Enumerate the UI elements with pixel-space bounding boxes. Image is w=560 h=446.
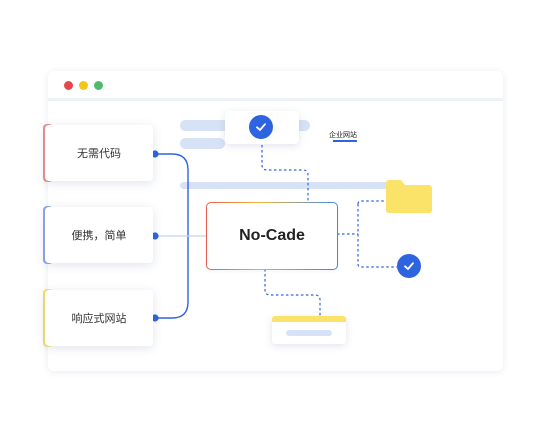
placeholder-bar-long <box>180 182 390 189</box>
feature-card-label: 无需代码 <box>77 147 121 160</box>
check-circle-icon <box>397 254 421 278</box>
feature-card-portable[interactable]: 便携，简单 <box>45 207 153 263</box>
connector-bottom-card <box>264 269 321 316</box>
connector-node-3 <box>151 314 159 322</box>
feature-card-responsive[interactable]: 响应式网站 <box>45 290 153 346</box>
placeholder-bar-second <box>180 138 225 149</box>
minimize-dot-icon[interactable] <box>79 81 88 90</box>
maximize-dot-icon[interactable] <box>94 81 103 90</box>
feature-card-no-code[interactable]: 无需代码 <box>45 125 153 181</box>
feature-card-label: 响应式网站 <box>71 312 127 325</box>
close-dot-icon[interactable] <box>64 81 73 90</box>
center-box-label: No-Cade <box>239 227 305 244</box>
feature-card-label: 便携，简单 <box>71 229 127 242</box>
check-circle-icon <box>249 115 273 139</box>
website-tab-label[interactable]: 企业网站 <box>329 131 357 139</box>
connector-top-check <box>261 140 309 203</box>
website-tab-underline <box>333 140 357 142</box>
connector-node-2 <box>151 232 159 240</box>
connector-right-branch <box>337 200 397 268</box>
connector-node-1 <box>151 150 159 158</box>
bottom-card-header-strip <box>272 316 346 322</box>
folder-icon <box>386 180 432 213</box>
window-titlebar <box>48 71 503 101</box>
no-code-center-box[interactable]: No-Cade <box>207 203 337 269</box>
bottom-content-card <box>272 316 346 344</box>
bottom-card-text-line <box>286 330 332 336</box>
